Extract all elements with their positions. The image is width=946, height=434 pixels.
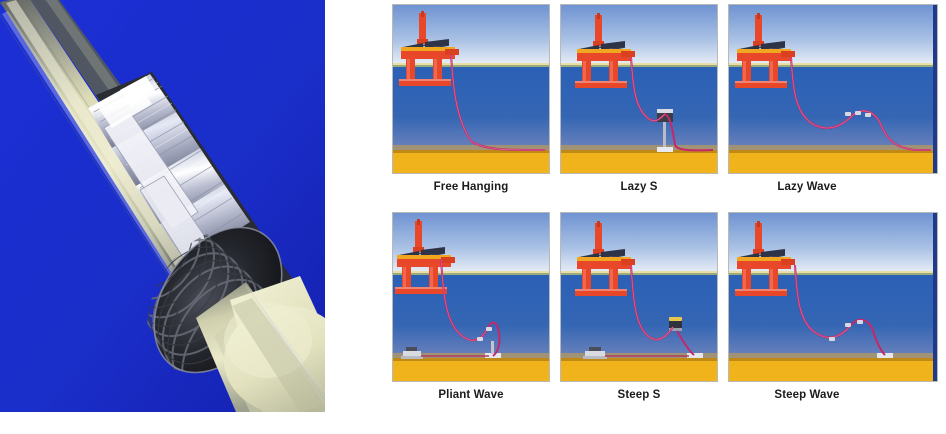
config-cell-steep-wave[interactable]: Steep Wave xyxy=(728,212,940,412)
riser-configuration-grid: Free Hanging xyxy=(392,4,940,410)
grid-row-top: Free Hanging xyxy=(392,4,940,204)
config-label-lazy-s: Lazy S xyxy=(620,181,658,193)
config-cell-lazy-wave[interactable]: Lazy Wave xyxy=(728,4,940,204)
config-cell-steep-s[interactable]: Steep S xyxy=(560,212,720,412)
config-thumbnail-steep-s[interactable] xyxy=(560,212,718,382)
config-thumbnail-lazy-s[interactable] xyxy=(560,4,718,174)
config-label-steep-wave: Steep Wave xyxy=(774,389,840,401)
config-label-lazy-wave: Lazy Wave xyxy=(777,181,837,193)
tensile-wire-strands xyxy=(245,285,325,405)
mid-water-arch-structure xyxy=(657,109,673,152)
buoyancy-modules xyxy=(845,111,871,117)
pipe-cutaway-illustration xyxy=(0,0,325,412)
riser-base xyxy=(687,353,703,358)
buoyancy-modules xyxy=(477,327,492,341)
grid-row-bottom: Pliant Wave xyxy=(392,212,940,412)
config-label-pliant-wave: Pliant Wave xyxy=(438,389,504,401)
config-thumbnail-lazy-wave[interactable] xyxy=(728,4,938,174)
config-cell-lazy-s[interactable]: Lazy S xyxy=(560,4,720,204)
buoyancy-modules xyxy=(829,320,863,341)
config-cell-free-hanging[interactable]: Free Hanging xyxy=(392,4,552,204)
seabed-manifold xyxy=(583,347,607,359)
config-label-steep-s: Steep S xyxy=(617,389,661,401)
riser-base xyxy=(877,353,893,358)
config-thumbnail-steep-wave[interactable] xyxy=(728,212,938,382)
config-thumbnail-free-hanging[interactable] xyxy=(392,4,550,174)
flexible-riser-pipe-cutaway-image xyxy=(0,0,325,412)
pipe-end-cap xyxy=(196,276,325,412)
seabed-manifold xyxy=(401,347,423,359)
config-label-free-hanging: Free Hanging xyxy=(433,181,509,193)
config-cell-pliant-wave[interactable]: Pliant Wave xyxy=(392,212,552,412)
config-thumbnail-pliant-wave[interactable] xyxy=(392,212,550,382)
